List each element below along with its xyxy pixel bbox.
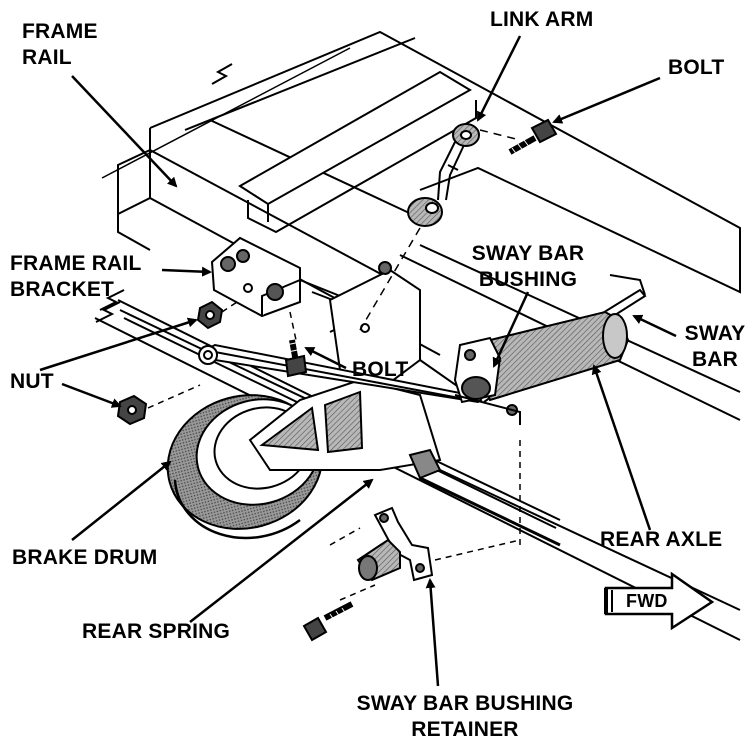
arrow-rear-axle	[591, 364, 652, 531]
label-frame-rail-bracket-line2: BRACKET	[10, 278, 115, 301]
fwd-arrow-icon	[604, 571, 715, 631]
rear-axle-tube	[468, 310, 630, 402]
label-rear-axle: REAR AXLE	[600, 528, 723, 551]
arrow-sway-bar	[632, 314, 677, 338]
bushing-retainer	[329, 440, 521, 601]
label-rear-spring: REAR SPRING	[82, 620, 231, 643]
label-sway-bar-bushing-line2: BUSHING	[478, 268, 578, 291]
sway-bar-bushing	[453, 336, 521, 425]
label-sway-bar-line2: BAR	[691, 348, 739, 371]
spring-seat	[248, 378, 442, 480]
frame-rail-bracket	[210, 236, 357, 333]
arrow-frame-rail-bracket	[161, 266, 212, 277]
label-frame-rail-bracket-line1: FRAME RAIL	[10, 252, 142, 275]
arrow-sway-bar-bushing	[492, 291, 530, 368]
label-bolt-top: BOLT	[668, 56, 725, 79]
callout-arrows	[39, 35, 677, 687]
label-link-arm: LINK ARM	[490, 8, 594, 31]
arrow-link-arm	[476, 35, 522, 122]
arrow-rear-spring	[189, 478, 374, 623]
label-retainer-line2: RETAINER	[411, 718, 519, 741]
label-brake-drum: BRAKE DRUM	[12, 546, 158, 569]
arrow-retainer	[425, 578, 440, 687]
arrow-brake-drum	[71, 460, 172, 541]
label-frame-rail-line1: FRAME	[22, 20, 98, 43]
top-bolt	[508, 118, 558, 157]
link-arm	[359, 123, 521, 331]
lower-bolt	[302, 601, 354, 642]
label-sway-bar-bushing-line1: SWAY BAR	[471, 242, 585, 265]
label-nut: NUT	[10, 370, 54, 393]
arrow-bolt-mid	[304, 346, 347, 370]
label-sway-bar-line1: SWAY	[684, 322, 746, 345]
mid-bolt	[284, 311, 308, 378]
arrow-bolt-top	[552, 76, 661, 124]
arrow-nut-upper	[39, 317, 198, 372]
label-fwd: FWD	[626, 591, 668, 611]
label-frame-rail-line2: RAIL	[22, 46, 72, 69]
label-bolt-mid: BOLT	[352, 358, 409, 381]
arrow-frame-rail	[71, 75, 178, 188]
label-retainer-line1: SWAY BAR BUSHING	[356, 692, 574, 715]
nuts	[116, 299, 241, 426]
arrow-nut-lower	[61, 382, 122, 408]
